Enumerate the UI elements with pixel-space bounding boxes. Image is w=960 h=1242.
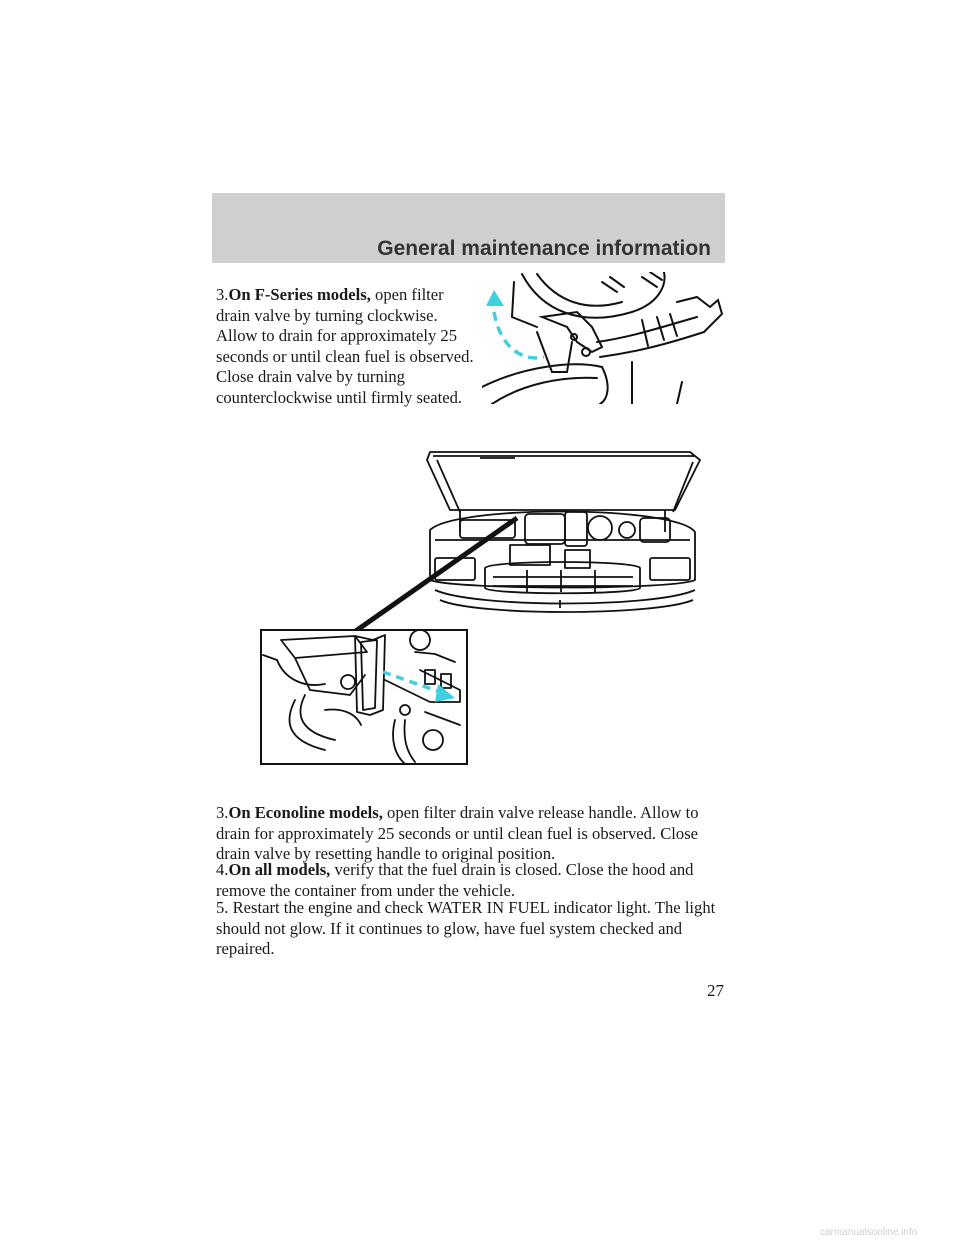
step-text: Restart the engine and check WATER IN FU… (216, 898, 716, 958)
step-text: open filter drain valve release handle. … (216, 803, 699, 863)
header-band: General maintenance information (212, 193, 725, 263)
footer-watermark: carmanualsonline.info (820, 1227, 918, 1238)
step-number: 3. (216, 803, 229, 822)
step-text: verify that the fuel drain is closed. Cl… (216, 860, 694, 900)
section-title: General maintenance information (377, 237, 711, 260)
step-number: 3. (216, 285, 229, 304)
step-restart: 5. Restart the engine and check WATER IN… (216, 898, 728, 960)
step-all-models: 4.On all models, verify that the fuel dr… (216, 860, 728, 901)
step-econoline: 3.On Econoline models, open filter drain… (216, 803, 728, 865)
econoline-engine-bay-illustration (260, 451, 701, 765)
step-lead: On F-Series models, (228, 285, 371, 304)
step-text: open filter drain valve by turning clock… (216, 285, 474, 407)
step-lead: On all models, (228, 860, 331, 879)
step-lead: On Econoline models, (228, 803, 383, 822)
page-number: 27 (707, 981, 724, 1000)
fseries-drain-valve-illustration (482, 272, 724, 404)
step-number: 5. (216, 898, 229, 917)
step-fseries: 3.On F-Series models, open filter drain … (216, 285, 478, 408)
step-number: 4. (216, 860, 229, 879)
